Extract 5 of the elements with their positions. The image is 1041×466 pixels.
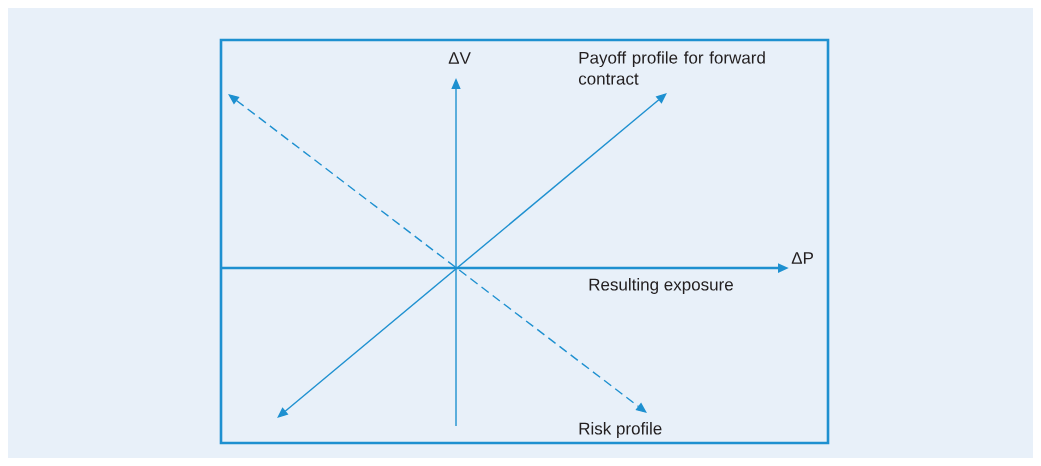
curve-label: Risk profile (579, 422, 662, 438)
curve-label: Payoff profile for forward contract (578, 51, 765, 85)
curve-label: Resulting exposure (589, 278, 733, 294)
axis-label: ΔV (448, 52, 471, 64)
axis-label: ΔP (791, 252, 813, 264)
